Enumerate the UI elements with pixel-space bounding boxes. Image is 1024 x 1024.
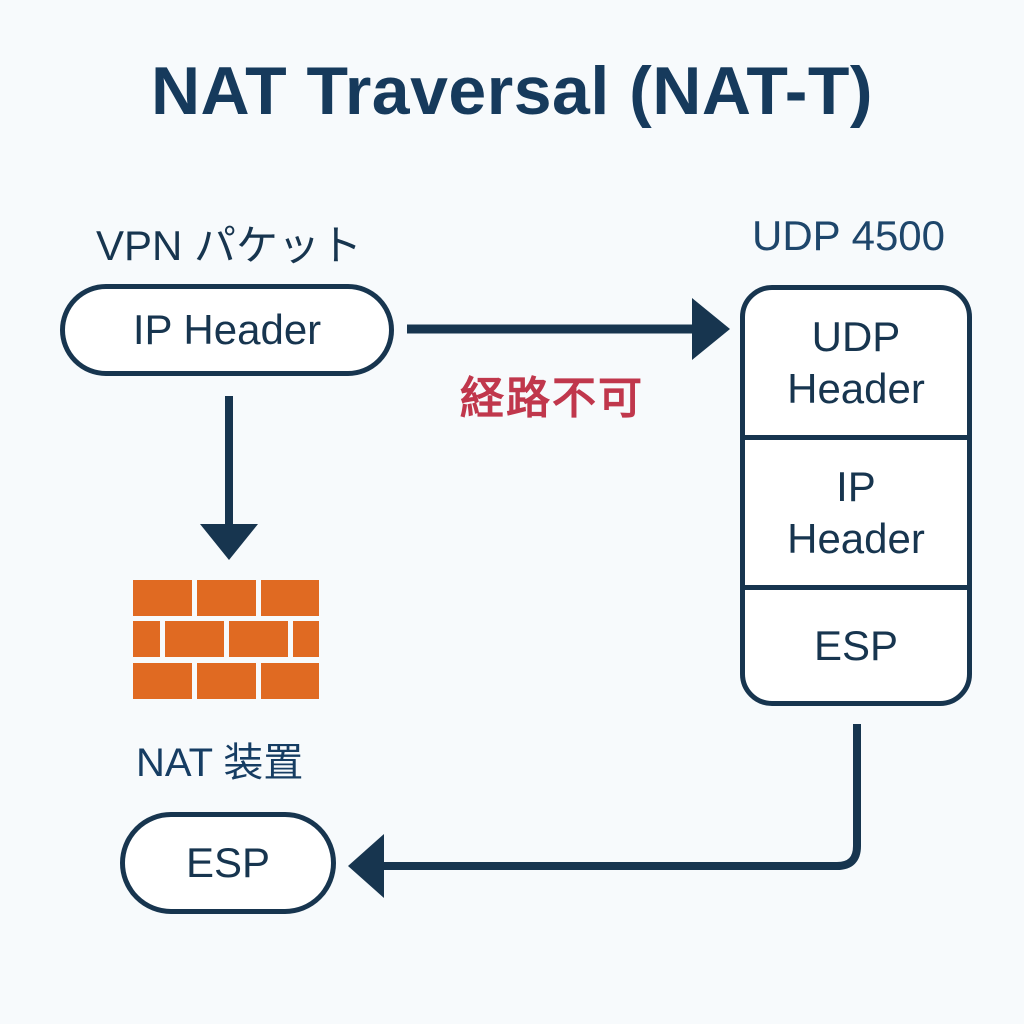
- route-blocked-label: 経路不可: [460, 374, 644, 423]
- stack-udp-header-line1: UDP: [811, 312, 901, 360]
- stack-ip-header-line1: IP: [836, 462, 876, 510]
- esp-box: ESP: [120, 812, 336, 914]
- brick-wall-icon: [133, 580, 319, 699]
- vpn-packet-label: VPN パケット: [96, 222, 363, 269]
- arrow-down-to-nat: [200, 396, 258, 560]
- stack-esp-text: ESP: [813, 621, 899, 669]
- nat-device-label: NAT 装置: [136, 741, 304, 785]
- arrow-return-to-esp: [348, 724, 861, 898]
- stack-udp-header-line2: Header: [787, 364, 925, 412]
- udp-port-label: UDP 4500: [752, 212, 946, 259]
- ip-header-text: IP Header: [132, 306, 322, 353]
- ip-header-box: IP Header: [60, 284, 394, 376]
- stack-ip-header-line2: Header: [787, 514, 925, 562]
- stack-esp: ESP: [745, 590, 967, 701]
- esp-text: ESP: [185, 839, 271, 886]
- diagram-title: NAT Traversal (NAT-T): [150, 53, 874, 129]
- arrow-right-to-stack: [407, 298, 730, 360]
